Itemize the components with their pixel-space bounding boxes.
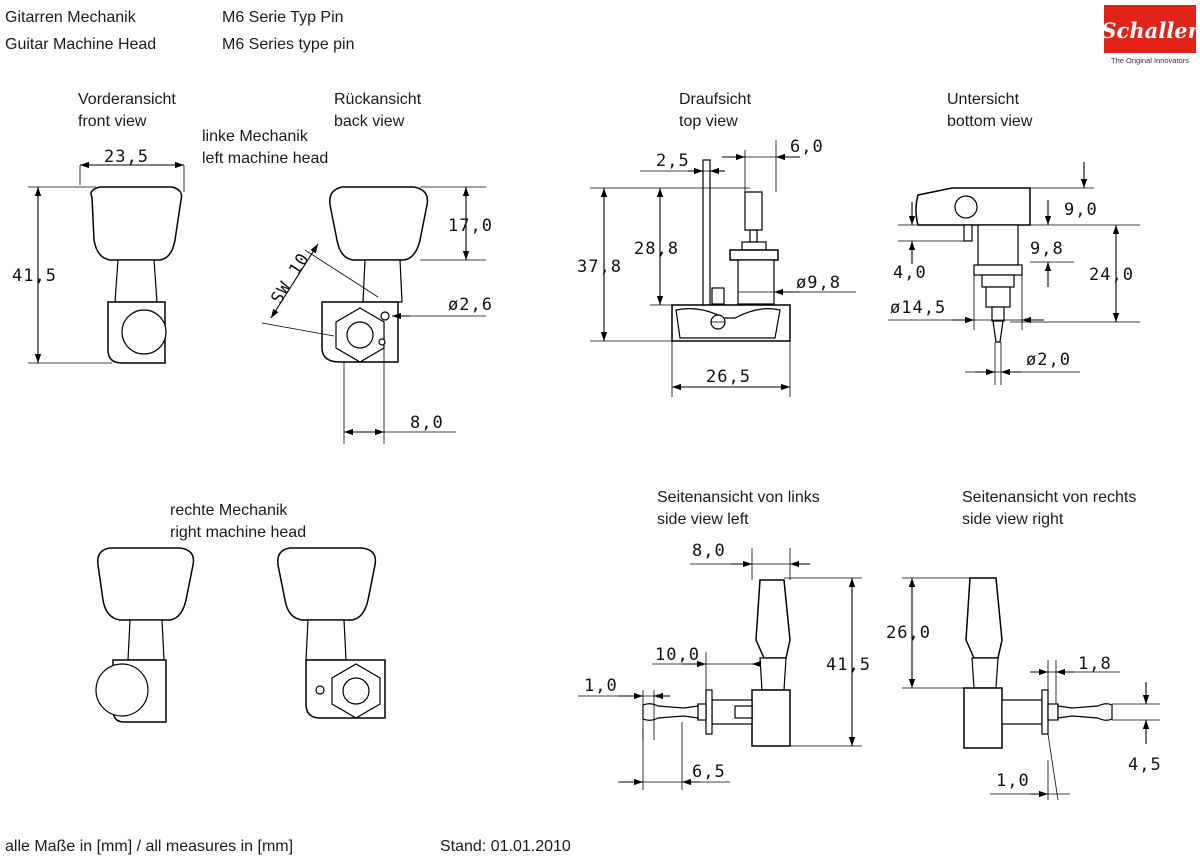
label-left-head-en: left machine head — [202, 150, 328, 167]
logo-tagline: The Original Innovators — [1111, 56, 1189, 65]
schaller-logo: Schaller The Original Innovators — [1101, 5, 1200, 65]
dim-back-sw: SW 10 — [267, 249, 314, 307]
title-de: Gitarren Mechanik — [5, 9, 137, 26]
label-side-right-de: Seitenansicht von rechts — [962, 489, 1136, 506]
footer-units: alle Maße in [mm] / all measures in [mm] — [5, 838, 293, 855]
dim-top-a: 2,5 — [656, 151, 690, 171]
label-bottom-de: Untersicht — [947, 91, 1020, 108]
dim-bot-dia1: ø14,5 — [890, 298, 946, 318]
label-front-de: Vorderansicht — [78, 91, 176, 108]
dim-sl-left: 1,0 — [584, 676, 618, 696]
dim-bot-height: 24,0 — [1089, 265, 1134, 285]
bottom-view-drawing — [888, 162, 1140, 385]
dim-top-mid: 28,8 — [634, 239, 679, 259]
dim-back-button: 17,0 — [448, 216, 493, 236]
right-head-back-drawing — [277, 547, 386, 719]
dim-sl-top: 8,0 — [692, 541, 726, 561]
dim-sr-bottom: 1,0 — [996, 771, 1030, 791]
dim-sl-bottom: 6,5 — [692, 762, 726, 782]
label-side-left-en: side view left — [657, 511, 749, 528]
top-view-drawing — [590, 140, 856, 397]
dim-sr-right: 1,8 — [1078, 654, 1112, 674]
dim-bot-dia2: ø2,0 — [1026, 350, 1071, 370]
series-de: M6 Serie Typ Pin — [222, 9, 344, 26]
dim-sr-height: 26,0 — [886, 623, 931, 643]
side-view-left-drawing — [578, 548, 862, 790]
dim-back-offset: 8,0 — [410, 413, 444, 433]
label-top-de: Draufsicht — [679, 91, 752, 108]
dim-top-width: 26,5 — [706, 367, 751, 387]
dim-top-b: 6,0 — [790, 137, 824, 157]
dim-sl-mid: 10,0 — [655, 645, 700, 665]
footer-date: Stand: 01.01.2010 — [440, 838, 571, 855]
dim-front-width: 23,5 — [104, 147, 149, 167]
back-view-drawing — [261, 186, 486, 444]
dim-bot-a: 9,0 — [1064, 200, 1098, 220]
dim-bot-c: 4,0 — [893, 263, 927, 283]
label-left-head-de: linke Mechanik — [202, 128, 309, 145]
label-back-en: back view — [334, 113, 405, 130]
label-top-en: top view — [679, 113, 738, 130]
title-en: Guitar Machine Head — [5, 36, 156, 53]
front-view-drawing — [28, 161, 185, 364]
label-right-head-en: right machine head — [170, 524, 306, 541]
dim-top-height: 37,8 — [577, 257, 622, 277]
logo-box — [1104, 5, 1196, 53]
dim-top-dia: ø9,8 — [796, 273, 841, 293]
dim-back-pin: ø2,6 — [448, 295, 493, 315]
label-front-en: front view — [78, 113, 147, 130]
label-back-de: Rückansicht — [334, 91, 422, 108]
dim-sl-height: 41,5 — [826, 655, 871, 675]
label-side-right-en: side view right — [962, 511, 1064, 528]
side-view-right-drawing — [902, 577, 1160, 801]
series-en: M6 Series type pin — [222, 36, 355, 53]
label-right-head-de: rechte Mechanik — [170, 502, 288, 519]
label-bottom-en: bottom view — [947, 113, 1033, 130]
label-side-left-de: Seitenansicht von links — [657, 489, 820, 506]
dim-bot-b: 9,8 — [1030, 239, 1064, 259]
right-head-front-drawing — [95, 547, 195, 723]
dim-sr-small: 4,5 — [1128, 755, 1162, 775]
dim-front-height: 41,5 — [12, 266, 57, 286]
logo-brand: Schaller — [1101, 18, 1200, 43]
